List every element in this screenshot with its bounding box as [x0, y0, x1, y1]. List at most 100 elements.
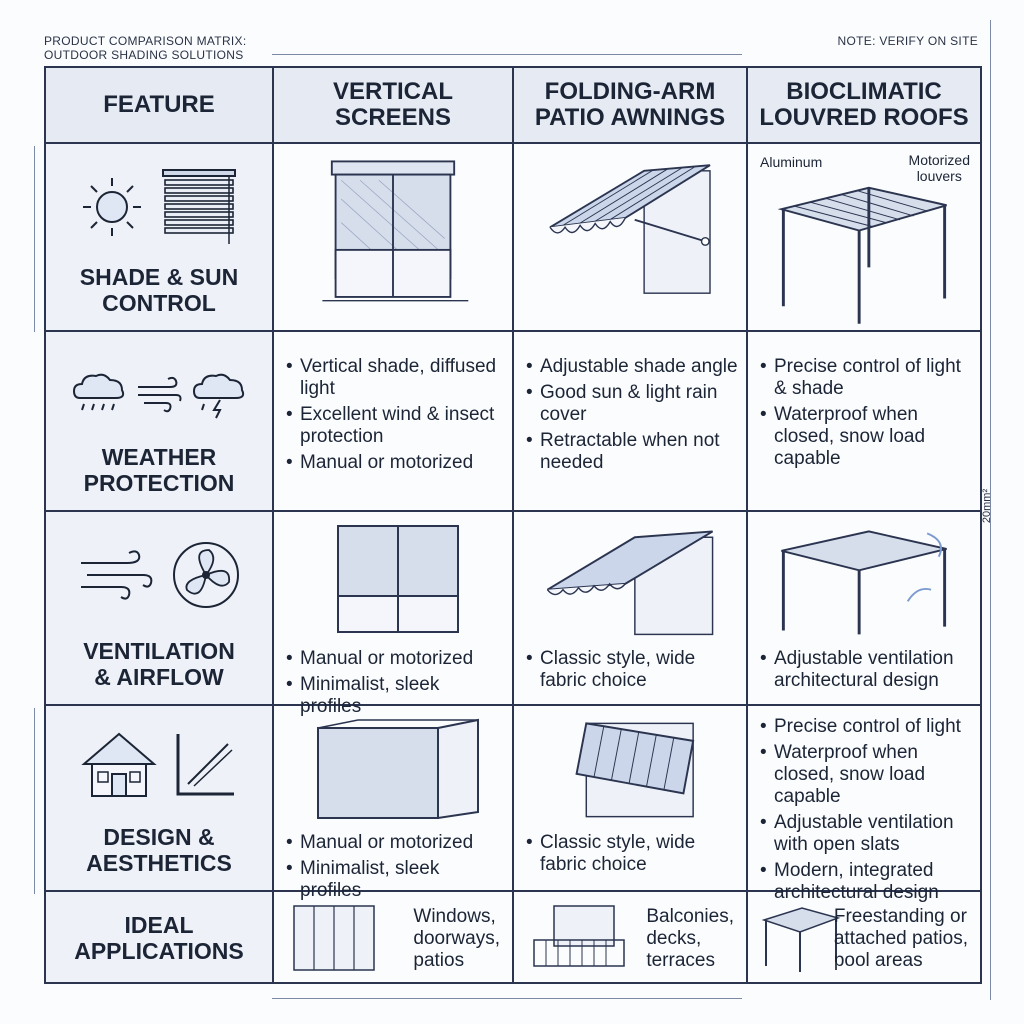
list-item: Manual or motorized [286, 648, 504, 670]
ideal-roofs-text: Freestanding or attached patios, pool ar… [834, 906, 968, 972]
feature-header: FEATURE [44, 66, 274, 144]
label-line: AESTHETICS [86, 850, 232, 876]
cell-ideal-vertical: Windows, doorways, patios [272, 890, 514, 984]
feature-label-shade: SHADE & SUN CONTROL [46, 264, 272, 316]
vertical-screen-sketch-2 [288, 520, 498, 640]
label-line: DESIGN & [103, 824, 215, 850]
header-line: FOLDING-ARM [544, 78, 716, 105]
text-line: patios [413, 950, 465, 971]
list-item: Retractable when not needed [526, 430, 738, 474]
feature-cell-ideal: IDEAL APPLICATIONS [44, 890, 274, 984]
comparison-matrix: FEATURE VERTICAL SCREENS FOLDING-ARM PAT… [44, 66, 982, 984]
cell-design-roofs: Precise control of light Waterproof when… [746, 704, 982, 903]
pergola-sketch [761, 907, 841, 972]
label-line: SHADE & SUN [79, 264, 239, 290]
sun-icon [83, 178, 141, 236]
blinds-icon [162, 169, 236, 244]
list-item: Good sun & light rain cover [526, 382, 738, 426]
vertical-screen-sketch-3 [288, 714, 498, 826]
awnings-header: FOLDING-ARM PATIO AWNINGS [512, 66, 748, 144]
label-line: APPLICATIONS [74, 938, 244, 964]
ideal-vertical-text: Windows, doorways, patios [413, 906, 500, 972]
text-line: attached patios, [833, 928, 968, 949]
balcony-sketch [533, 905, 625, 967]
feature-label-design: DESIGN & AESTHETICS [46, 824, 272, 876]
label-line: CONTROL [102, 290, 216, 316]
cell-shade-awnings [512, 142, 748, 332]
ventilation-awnings-list: Classic style, wide fabric choice [526, 648, 738, 696]
label-line: IDEAL [124, 912, 194, 938]
feature-cell-weather: WEATHER PROTECTION [44, 330, 274, 512]
cell-ventilation-awnings: Classic style, wide fabric choice [512, 510, 748, 706]
right-dimension-line [990, 20, 991, 1000]
cell-shade-vertical [272, 142, 514, 332]
label-line: VENTILATION [83, 638, 235, 664]
row-shade: SHADE & SUN CONTROL [44, 142, 982, 332]
left-dimension-line-2 [34, 708, 35, 894]
list-item: Vertical shade, diffused light [286, 356, 504, 400]
list-item: Waterproof when closed, snow load capabl… [760, 742, 972, 808]
feature-label-ideal: IDEAL APPLICATIONS [46, 912, 272, 964]
text-line: decks, [646, 928, 702, 949]
list-item: Classic style, wide fabric choice [526, 832, 738, 876]
list-item: Waterproof when closed, snow load capabl… [760, 404, 972, 470]
top-dimension-line [272, 54, 742, 55]
label-line: & AIRFLOW [94, 664, 224, 690]
airflow-icon [81, 550, 153, 600]
house-icon [81, 732, 157, 797]
header-line: BIOCLIMATIC [786, 78, 942, 105]
rain-cloud-icon [72, 373, 125, 411]
cell-weather-roofs: Precise control of light & shade Waterpr… [746, 330, 982, 512]
text-line: Freestanding or [833, 906, 967, 927]
cell-ideal-roofs: Freestanding or attached patios, pool ar… [746, 890, 982, 984]
ideal-awnings-text: Balconies, decks, terraces [646, 906, 734, 972]
cell-ideal-awnings: Balconies, decks, terraces [512, 890, 748, 984]
fan-icon [173, 542, 239, 608]
list-item: Adjustable ventilation with open slats [760, 812, 972, 856]
cell-shade-roofs: Aluminum Motorized louvers [746, 142, 982, 332]
list-item: Adjustable shade angle [526, 356, 738, 378]
list-item: Precise control of light [760, 716, 972, 738]
louvred-roof-sketch-2 [762, 520, 966, 640]
awning-sketch-2 [528, 520, 732, 640]
weather-roofs-list: Precise control of light & shade Waterpr… [760, 356, 972, 474]
row-ideal: IDEAL APPLICATIONS Windows, doorways, pa… [44, 890, 982, 984]
list-item: Adjustable ventilation architectural des… [760, 648, 972, 692]
left-dimension-line-1 [34, 146, 35, 332]
design-roofs-list: Precise control of light Waterproof when… [760, 716, 972, 908]
title-line-2: OUTDOOR SHADING SOLUTIONS [44, 48, 244, 62]
cell-weather-awnings: Adjustable shade angle Good sun & light … [512, 330, 748, 512]
row-design: DESIGN & AESTHETICS Manual or motorized … [44, 704, 982, 903]
text-line: doorways, [413, 928, 500, 949]
site-note: NOTE: VERIFY ON SITE [837, 34, 978, 48]
cell-ventilation-vertical: Manual or motorized Minimalist, sleek pr… [272, 510, 514, 717]
text-line: Balconies, [646, 906, 734, 927]
header-line: VERTICAL [333, 78, 453, 105]
doorway-sketch [293, 905, 375, 971]
wind-icon [138, 376, 182, 413]
list-item: Manual or motorized [286, 832, 504, 854]
list-item: Manual or motorized [286, 452, 504, 474]
document-title: PRODUCT COMPARISON MATRIX: OUTDOOR SHADI… [44, 34, 246, 62]
feature-cell-shade: SHADE & SUN CONTROL [44, 142, 274, 332]
header-row: FEATURE VERTICAL SCREENS FOLDING-ARM PAT… [44, 66, 982, 144]
roofs-header: BIOCLIMATIC LOUVRED ROOFS [746, 66, 982, 144]
text-line: pool areas [833, 950, 923, 971]
awning-sketch [528, 152, 732, 312]
list-item: Excellent wind & insect protection [286, 404, 504, 448]
label-line: WEATHER [101, 444, 217, 470]
callout-line: Motorized [908, 152, 970, 168]
title-line-1: PRODUCT COMPARISON MATRIX: [44, 34, 247, 48]
weather-vertical-list: Vertical shade, diffused light Excellent… [286, 356, 504, 478]
aluminum-callout: Aluminum [760, 154, 823, 170]
list-item: Classic style, wide fabric choice [526, 648, 738, 692]
storm-cloud-icon [192, 373, 245, 419]
design-awnings-list: Classic style, wide fabric choice [526, 832, 738, 880]
cell-design-awnings: Classic style, wide fabric choice [512, 704, 748, 892]
weather-awnings-list: Adjustable shade angle Good sun & light … [526, 356, 738, 478]
feature-label-ventilation: VENTILATION & AIRFLOW [46, 638, 272, 690]
row-ventilation: VENTILATION & AIRFLOW Manual or motorize… [44, 510, 982, 717]
architectural-angle-icon [176, 734, 234, 796]
text-line: terraces [646, 950, 715, 971]
motorized-louvers-callout: Motorized louvers [909, 152, 970, 184]
